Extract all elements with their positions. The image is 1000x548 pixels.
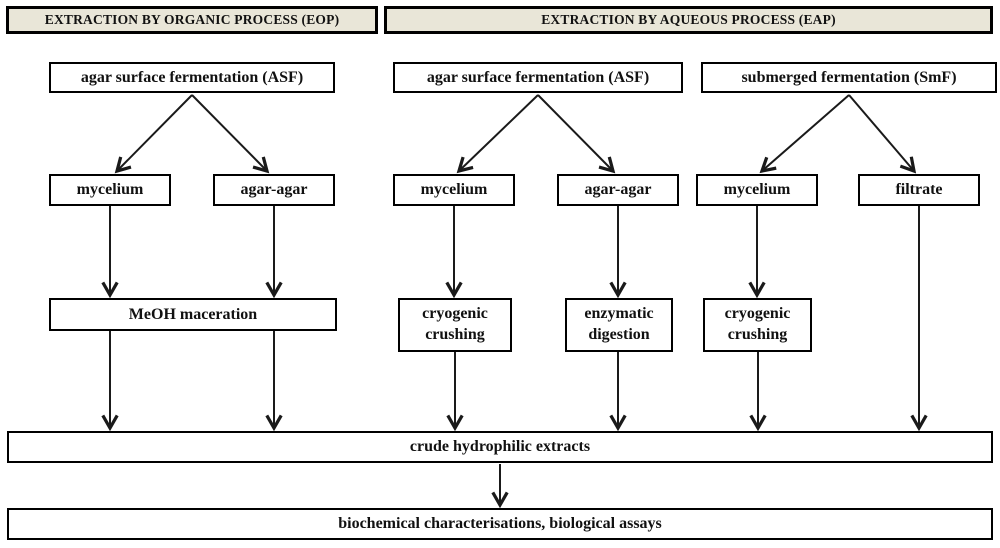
node-filtrate: filtrate — [858, 174, 980, 206]
node-agar-asf-eap: agar-agar — [557, 174, 679, 206]
node-smf: submerged fermentation (SmF) — [701, 62, 997, 93]
node-agar-eop: agar-agar — [213, 174, 335, 206]
node-meoh-maceration: MeOH maceration — [49, 298, 337, 331]
node-crude-extracts: crude hydrophilic extracts — [7, 431, 993, 463]
arrow-asf-eop-to-mycelium — [114, 94, 193, 174]
header-eop: EXTRACTION BY ORGANIC PROCESS (EOP) — [6, 6, 378, 34]
arrow-smf-to-filtrate — [848, 94, 917, 174]
node-cryogenic-crushing-asf: cryogenic crushing — [398, 298, 512, 352]
node-asf-eop: agar surface fermentation (ASF) — [49, 62, 335, 93]
node-biochemical-assays: biochemical characterisations, biologica… — [7, 508, 993, 540]
arrow-asf-eap-to-agar — [537, 94, 616, 174]
header-eap: EXTRACTION BY AQUEOUS PROCESS (EAP) — [384, 6, 993, 34]
node-mycelium-eop: mycelium — [49, 174, 171, 206]
node-asf-eap: agar surface fermentation (ASF) — [393, 62, 683, 93]
node-cryogenic-crushing-smf: cryogenic crushing — [703, 298, 812, 352]
arrow-smf-to-mycelium — [759, 94, 850, 174]
arrow-asf-eap-to-mycelium — [456, 94, 539, 174]
node-mycelium-smf: mycelium — [696, 174, 818, 206]
arrow-asf-eop-to-agar — [191, 94, 270, 174]
node-mycelium-asf-eap: mycelium — [393, 174, 515, 206]
node-enzymatic-digestion: enzymatic digestion — [565, 298, 673, 352]
